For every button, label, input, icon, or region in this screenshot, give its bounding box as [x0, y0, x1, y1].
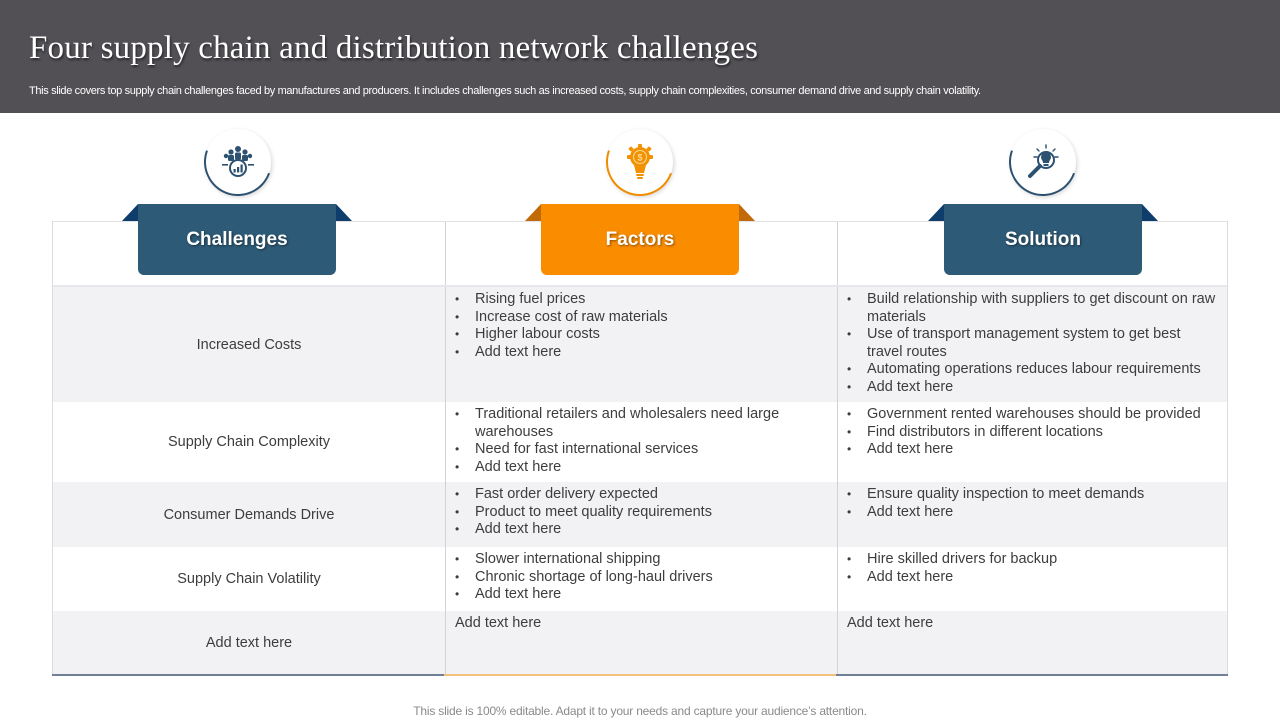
solution-item: Add text here: [847, 569, 1217, 587]
solution-item: Use of transport management system to ge…: [847, 326, 1217, 361]
factor-item: Increase cost of raw materials: [455, 309, 827, 327]
factor-item: Rising fuel prices: [455, 291, 827, 309]
tab-fold-right: [1142, 204, 1158, 221]
factors-cell: Fast order delivery expected Product to …: [445, 482, 837, 547]
slide-subtitle: This slide covers top supply chain chall…: [29, 85, 981, 97]
factors-icon-badge: $: [594, 116, 686, 208]
table-row: Add text here Add text here Add text her…: [53, 611, 1227, 675]
challenge-cell: Supply Chain Volatility: [177, 571, 321, 587]
svg-text:$: $: [637, 153, 642, 163]
challenges-table: Increased Costs Rising fuel prices Incre…: [52, 221, 1228, 676]
factor-text: Add text here: [455, 615, 542, 631]
solution-item: Add text here: [847, 379, 1217, 397]
column-header-label: Challenges: [186, 228, 288, 250]
column-header-label: Solution: [1005, 228, 1081, 250]
factors-cell: Traditional retailers and wholesalers ne…: [445, 402, 837, 482]
factor-item: Traditional retailers and wholesalers ne…: [455, 406, 827, 441]
challenge-cell: Add text here: [205, 635, 293, 651]
solution-item: Automating operations reduces labour req…: [847, 361, 1217, 379]
solutions-cell: Government rented warehouses should be p…: [837, 402, 1227, 482]
table-row: Consumer Demands Drive Fast order delive…: [53, 482, 1227, 547]
solution-text: Add text here: [847, 615, 934, 631]
solutions-cell: Build relationship with suppliers to get…: [837, 287, 1227, 402]
challenges-icon-badge: [192, 116, 284, 208]
solution-item: Build relationship with suppliers to get…: [847, 291, 1217, 326]
factor-item: Chronic shortage of long-haul drivers: [455, 569, 827, 587]
table-row: Supply Chain Volatility Slower internati…: [53, 547, 1227, 611]
lightbulb-gear-icon: $: [627, 144, 653, 179]
challenge-cell: Supply Chain Complexity: [168, 434, 330, 450]
factors-cell: Add text here: [445, 611, 837, 675]
team-analytics-icon: [222, 146, 254, 177]
factor-item: Add text here: [455, 344, 827, 362]
bottom-border-solution: [836, 674, 1228, 676]
solution-item: Government rented warehouses should be p…: [847, 406, 1217, 424]
solution-item: Add text here: [847, 504, 1217, 522]
column-header-solution: Solution: [944, 204, 1142, 275]
factor-item: Add text here: [455, 459, 827, 477]
solutions-cell: Hire skilled drivers for backup Add text…: [837, 547, 1227, 611]
bottom-border-factors: [444, 674, 836, 676]
table-row: Supply Chain Complexity Traditional reta…: [53, 402, 1227, 482]
factor-item: Need for fast international services: [455, 441, 827, 459]
factor-item: Higher labour costs: [455, 326, 827, 344]
column-header-challenges: Challenges: [138, 204, 336, 275]
factor-item: Add text here: [455, 521, 827, 539]
footer-note: This slide is 100% editable. Adapt it to…: [413, 704, 867, 718]
tab-fold-left: [122, 204, 138, 221]
bottom-border-challenges: [52, 674, 444, 676]
slide-title: Four supply chain and distribution netwo…: [29, 30, 759, 66]
factors-cell: Rising fuel prices Increase cost of raw …: [445, 287, 837, 402]
slide-header: Four supply chain and distribution netwo…: [0, 0, 1280, 113]
tab-fold-right: [739, 204, 755, 221]
tab-fold-left: [525, 204, 541, 221]
challenge-cell: Consumer Demands Drive: [163, 506, 335, 523]
solutions-cell: Ensure quality inspection to meet demand…: [837, 482, 1227, 547]
solution-item: Add text here: [847, 441, 1217, 459]
column-header-factors: Factors: [541, 204, 739, 275]
factor-item: Fast order delivery expected: [455, 486, 827, 504]
magnifier-lightbulb-icon: [1028, 144, 1059, 178]
tab-fold-right: [336, 204, 352, 221]
solution-item: Hire skilled drivers for backup: [847, 551, 1217, 569]
factor-item: Add text here: [455, 586, 827, 604]
factors-cell: Slower international shipping Chronic sh…: [445, 547, 837, 611]
solution-icon-badge: [997, 116, 1089, 208]
factor-item: Slower international shipping: [455, 551, 827, 569]
solution-item: Find distributors in different locations: [847, 424, 1217, 442]
column-header-label: Factors: [605, 228, 675, 250]
solutions-cell: Add text here: [837, 611, 1227, 675]
table-row: Increased Costs Rising fuel prices Incre…: [53, 287, 1227, 402]
solution-item: Ensure quality inspection to meet demand…: [847, 486, 1217, 504]
challenge-cell: Increased Costs: [196, 336, 302, 353]
factor-item: Product to meet quality requirements: [455, 504, 827, 522]
tab-fold-left: [928, 204, 944, 221]
